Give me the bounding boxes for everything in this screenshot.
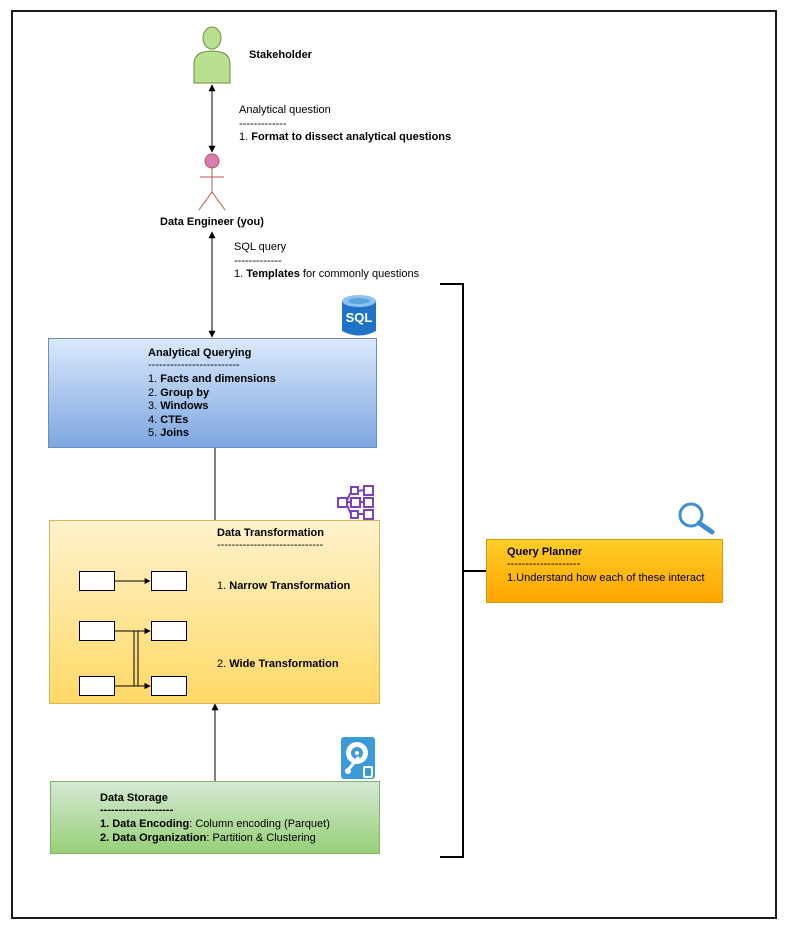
sql-database-icon: SQL [341, 294, 377, 338]
data-engineer-actor-icon [198, 153, 226, 211]
wide-source-partition-1 [79, 621, 115, 641]
querying-item: 1. Facts and dimensions [148, 373, 276, 385]
querying-item: 4. CTEs [148, 413, 189, 426]
network-transform-icon [337, 485, 374, 520]
analytical-querying-title: Analytical Querying [148, 347, 252, 359]
data-storage-box: Data Storage -------------------- 1. Dat… [50, 781, 380, 854]
narrow-source-partition [79, 571, 115, 591]
sql-query-item: 1. Templates for commonly questions [234, 268, 420, 280]
data-storage-title: Data Storage [100, 792, 168, 804]
diagram-frame [11, 10, 777, 919]
data-storage-separator: -------------------- [100, 804, 174, 816]
analytical-question-block: Analytical question ------------- 1. For… [239, 104, 451, 145]
storage-item: 1. Data Encoding: Column encoding (Parqu… [100, 818, 330, 830]
query-planner-item: 1.Understand how each of these interact [507, 572, 705, 584]
query-planner-title: Query Planner [507, 546, 583, 558]
sql-query-separator: ------------- [234, 254, 282, 267]
storage-disk-icon [341, 737, 375, 779]
querying-item: 5. Joins [148, 427, 189, 439]
scope-bracket [440, 283, 464, 858]
wide-target-partition-2 [151, 676, 187, 696]
analytical-querying-separator: ------------------------- [148, 359, 240, 371]
transformation-arrows [115, 578, 151, 689]
narrow-target-partition [151, 571, 187, 591]
querying-item: 2. Group by [148, 386, 210, 399]
sql-query-block: SQL query ------------- 1. Templates for… [234, 241, 419, 282]
query-planner-box: Query Planner -------------------- 1.Und… [486, 539, 723, 603]
narrow-transformation-label: 1. Narrow Transformation [217, 580, 351, 592]
stakeholder-label: Stakeholder [249, 49, 312, 61]
data-transformation-title: Data Transformation [217, 527, 324, 539]
stakeholder-person-icon [193, 26, 231, 84]
wide-target-partition-1 [151, 621, 187, 641]
search-icon [678, 502, 715, 535]
wide-transformation-label: 2. Wide Transformation [217, 658, 339, 670]
storage-item: 2. Data Organization: Partition & Cluste… [100, 831, 316, 844]
data-transformation-separator: ----------------------------- [217, 539, 324, 551]
analytical-querying-box: Analytical Querying --------------------… [48, 338, 377, 448]
analytical-question-item: 1. Format to dissect analytical question… [239, 131, 452, 143]
analytical-querying-list: 1. Facts and dimensions 2. Group by 3. W… [148, 373, 276, 441]
data-storage-list: 1. Data Encoding: Column encoding (Parqu… [100, 818, 330, 845]
wide-source-partition-2 [79, 676, 115, 696]
analytical-question-separator: ------------- [239, 117, 287, 130]
data-engineer-label: Data Engineer (you) [160, 216, 264, 228]
data-transformation-box: Data Transformation --------------------… [49, 520, 380, 704]
sql-icon-text: SQL [345, 310, 373, 325]
query-planner-separator: -------------------- [507, 558, 581, 570]
analytical-question-title: Analytical question [239, 104, 331, 116]
sql-query-title: SQL query [234, 241, 287, 253]
querying-item: 3. Windows [148, 400, 209, 412]
